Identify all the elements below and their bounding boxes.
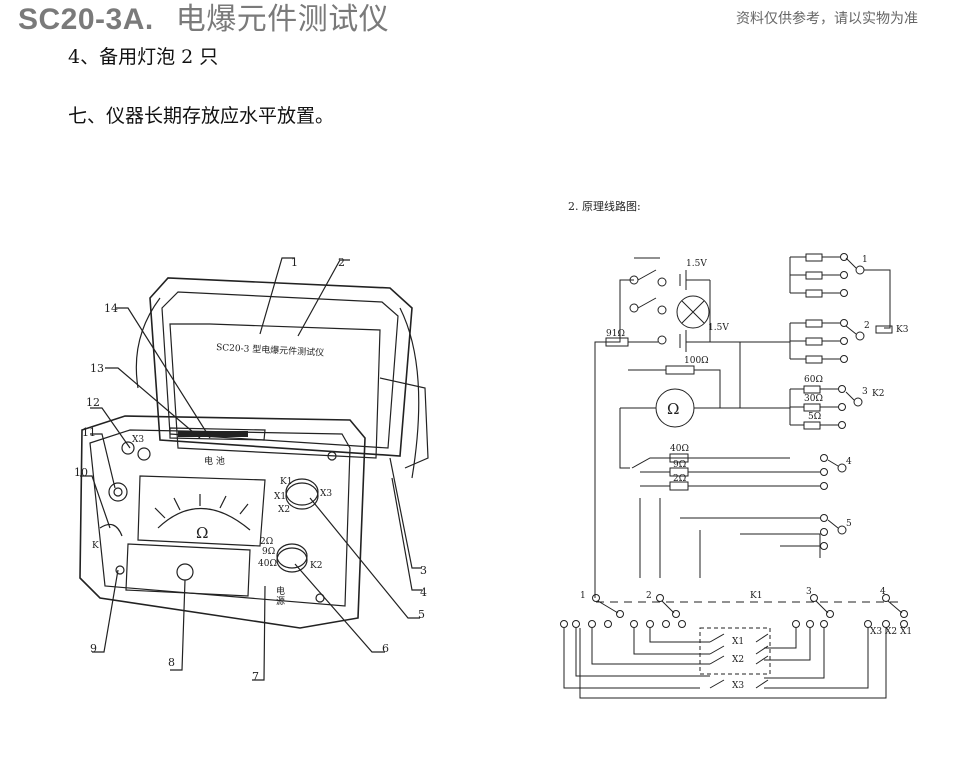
label-91ohm: 91Ω [606, 329, 625, 339]
storage-instruction: 七、仪器长期存放应水平放置。 [68, 105, 335, 127]
device-labels: SC20-3 型电爆元件测试仪 电 池 Ω K1 X1 X2 X3 K2 2Ω … [74, 256, 427, 683]
callout-5: 5 [418, 608, 425, 621]
accessory-line: 4、备用灯泡 2 只 [68, 46, 219, 68]
callout-1: 1 [291, 256, 298, 269]
circuit-schematic [560, 253, 908, 699]
label-x3-left: X3 [132, 435, 144, 445]
model-number: SC20-3A. [18, 3, 154, 36]
schematic-labels: 2. 原理线路图: 1.5V 1.5V 91Ω 100Ω Ω 60Ω 30Ω 5… [568, 199, 912, 691]
label-5ohm: 5Ω [808, 412, 821, 422]
node-2-top: 2 [864, 321, 870, 331]
callout-8: 8 [168, 656, 175, 669]
label-x2: X2 [732, 655, 744, 665]
label-2ohm-r: 2Ω [673, 474, 686, 484]
label-1-5v-a: 1.5V [686, 259, 707, 269]
label-k2: K2 [310, 561, 322, 571]
k1-pole-1: 1 [580, 591, 586, 601]
label-40ohm: 40Ω [258, 559, 277, 569]
callout-12: 12 [86, 396, 100, 409]
label-60ohm: 60Ω [804, 375, 823, 385]
figure-panel: SC20-3 型电爆元件测试仪 电 池 Ω K1 X1 X2 X3 K2 2Ω … [20, 158, 938, 740]
power-label-2: 源 [276, 596, 285, 607]
device-illustration [79, 257, 429, 681]
meter-ohm-symbol: Ω [667, 400, 679, 418]
callout-7: 7 [252, 670, 259, 683]
k1-pole-3: 3 [806, 587, 812, 597]
label-x2: X2 [278, 505, 290, 515]
label-x3x2x1: X3 X2 X1 [870, 627, 912, 637]
k1-pole-4: 4 [880, 587, 886, 597]
device-illustration-and-schematic: SC20-3 型电爆元件测试仪 电 池 Ω K1 X1 X2 X3 K2 2Ω … [74, 199, 912, 699]
label-k2: K2 [872, 389, 884, 399]
label-9ohm: 9Ω [262, 547, 275, 557]
schematic-title: 2. 原理线路图: [568, 199, 641, 213]
label-1-5v-b: 1.5V [708, 323, 729, 333]
callout-2: 2 [338, 256, 345, 269]
label-x1: X1 [274, 492, 286, 502]
power-label-1: 电 [276, 585, 285, 597]
label-x3: X3 [732, 681, 744, 691]
label-40ohm-r: 40Ω [670, 444, 689, 454]
document-header: SC20-3A. 电爆元件测试仪 [18, 0, 389, 38]
label-k1: K1 [750, 591, 762, 601]
node-1-top: 1 [862, 255, 868, 265]
callout-11: 11 [82, 426, 96, 439]
callout-4: 4 [420, 586, 427, 599]
k1-pole-2: 2 [646, 591, 652, 601]
callout-3: 3 [420, 564, 427, 577]
callout-13: 13 [90, 362, 104, 375]
label-k3: K3 [896, 325, 909, 335]
node-5-top: 5 [846, 519, 852, 529]
label-30ohm: 30Ω [804, 394, 823, 404]
label-k: K [92, 541, 99, 551]
callout-6: 6 [382, 642, 389, 655]
label-x3: X3 [320, 489, 332, 499]
label-k1: K1 [280, 477, 292, 487]
node-4-top: 4 [846, 457, 852, 467]
disclaimer-note: 资料仅供参考，请以实物为准 [736, 11, 918, 27]
label-2ohm: 2Ω [260, 537, 273, 547]
panel-label: SC20-3 型电爆元件测试仪 [216, 341, 325, 359]
ohm-symbol: Ω [196, 524, 208, 542]
label-x1: X1 [732, 637, 744, 647]
callout-14: 14 [104, 302, 118, 315]
label-9ohm-r: 9Ω [673, 460, 686, 470]
node-3-top: 3 [862, 387, 868, 397]
callout-10: 10 [74, 466, 88, 479]
document-title: 电爆元件测试仪 [175, 2, 390, 37]
label-100ohm: 100Ω [684, 356, 709, 366]
battery-label: 电 池 [204, 455, 225, 467]
callout-9: 9 [90, 642, 97, 655]
